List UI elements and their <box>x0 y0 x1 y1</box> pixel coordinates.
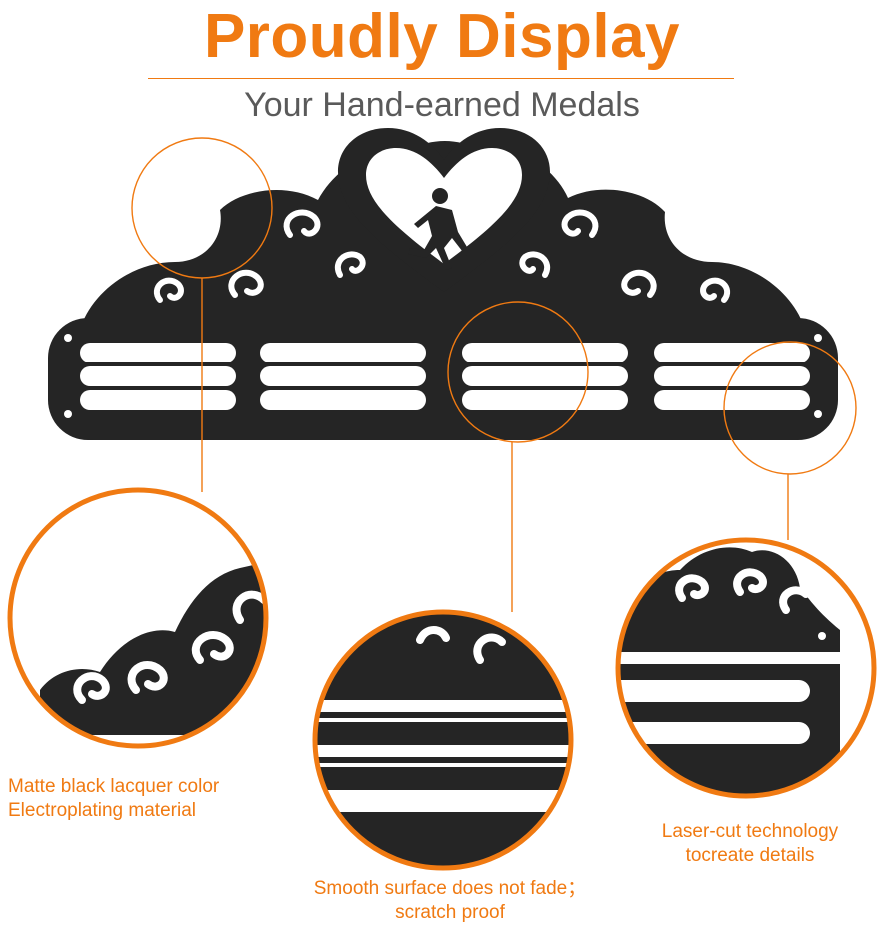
connector-lines <box>201 278 789 612</box>
caption-finish-line-1: Matte black lacquer color <box>8 776 220 797</box>
headline: Proudly Display <box>203 2 681 71</box>
caption-finish-line-2: Electroplating material <box>8 800 196 821</box>
caption-laser-line-1: Laser-cut technology <box>661 821 839 842</box>
caption-surface: Smooth surface does not fade； scratch pr… <box>240 877 660 925</box>
zoom-detail-laser <box>615 537 877 799</box>
medal-hanger <box>48 128 838 440</box>
caption-surface-line-1: Smooth surface does not fade； <box>313 878 587 899</box>
swirl-icon <box>153 209 731 303</box>
headline-divider <box>148 78 734 79</box>
caption-laser: Laser-cut technology tocreate details <box>610 820 884 868</box>
zoom-detail-surface <box>312 609 574 871</box>
runner-icon <box>408 188 470 270</box>
zoom-detail-finish <box>7 487 269 749</box>
subheadline: Your Hand-earned Medals <box>244 86 640 124</box>
caption-surface-line-2: scratch proof <box>395 902 505 923</box>
caption-finish: Matte black lacquer color Electroplating… <box>8 775 288 823</box>
caption-laser-line-2: tocreate details <box>685 845 815 866</box>
